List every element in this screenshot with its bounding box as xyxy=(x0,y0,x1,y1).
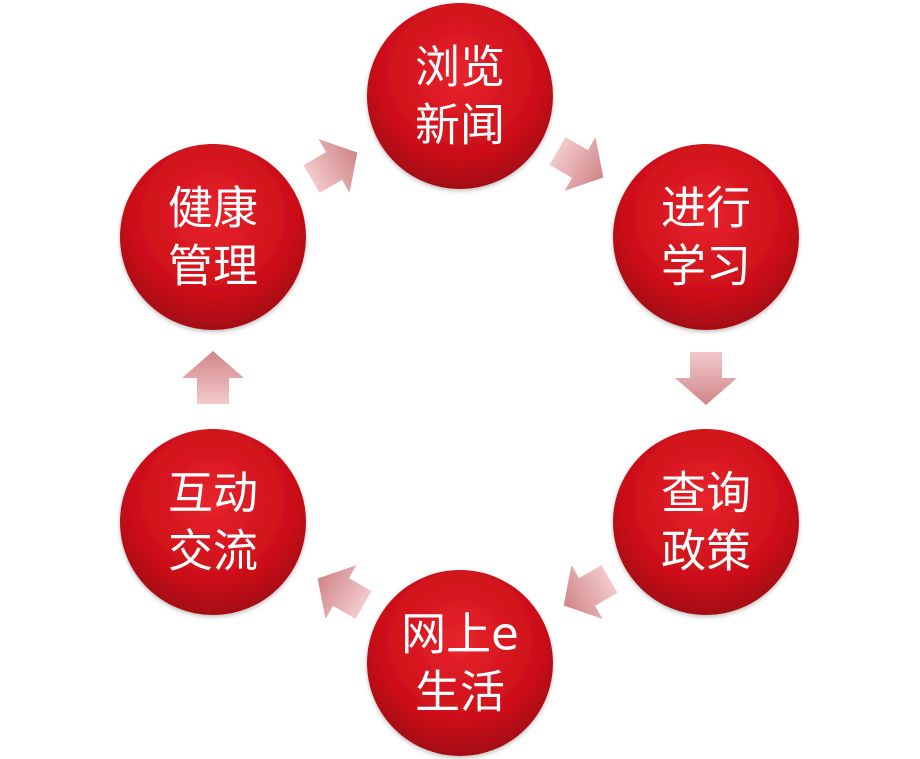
node-circle xyxy=(120,429,306,615)
node-label-line2: 交流 xyxy=(168,525,258,578)
node-browse-news: 浏览 新闻 xyxy=(367,3,553,189)
node-label-line2: 管理 xyxy=(168,240,258,293)
node-label-line1: 网上e xyxy=(401,608,519,661)
node-circle xyxy=(367,570,553,756)
arrow-elife-to-interact xyxy=(302,551,380,632)
node-circle xyxy=(120,144,306,330)
arrow-browse-to-study xyxy=(541,124,619,205)
node-label-line1: 进行 xyxy=(661,182,751,235)
node-circle xyxy=(613,429,799,615)
node-label-line1: 互动 xyxy=(168,467,258,520)
node-study: 进行 学习 xyxy=(613,144,799,330)
node-online-elife: 网上e 生活 xyxy=(367,570,553,756)
node-query-policy: 查询 政策 xyxy=(613,429,799,615)
node-health: 健康 管理 xyxy=(120,144,306,330)
node-circle xyxy=(367,3,553,189)
node-circle xyxy=(613,144,799,330)
node-label-line2: 生活 xyxy=(415,666,505,719)
arrow-policy-to-elife xyxy=(548,552,626,633)
node-label-line2: 政策 xyxy=(661,525,751,578)
node-label-line1: 查询 xyxy=(661,467,751,520)
arrow-interact-to-health xyxy=(182,351,244,404)
arrow-study-to-policy xyxy=(675,352,737,405)
arrow-health-to-browse xyxy=(295,125,373,206)
node-label-line2: 学习 xyxy=(661,240,751,293)
node-label-line1: 健康 xyxy=(168,182,258,235)
node-interact: 互动 交流 xyxy=(120,429,306,615)
node-label-line2: 新闻 xyxy=(415,99,505,152)
node-label-line1: 浏览 xyxy=(415,41,505,94)
